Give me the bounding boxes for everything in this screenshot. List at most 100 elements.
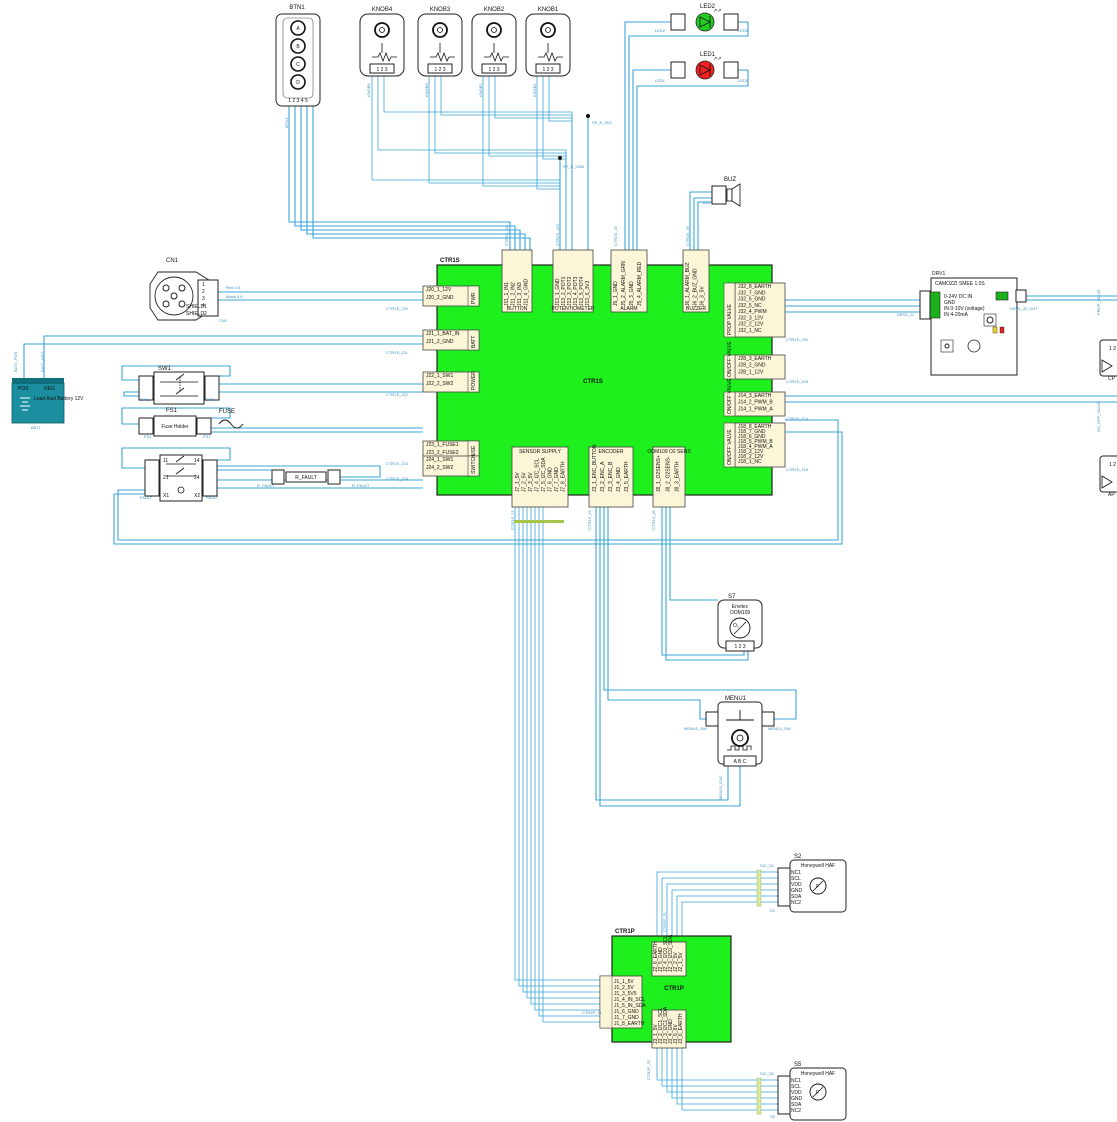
svg-text:BATT: BATT [471, 336, 477, 348]
pin-label: NC1 [791, 1078, 801, 1084]
svg-text:J1_4_IN_SCL: J1_4_IN_SCL [614, 997, 645, 1003]
pin-label: J18_6_GND [738, 434, 766, 440]
buzzer[interactable]: BUZ BUZ [703, 177, 741, 207]
svg-text:J3_4_GND: J3_4_GND [668, 1019, 674, 1044]
sensor-s7[interactable]: S7 Envitec OOM109 O₂ 1 2 3 [717, 594, 763, 652]
svg-text:KNOB3: KNOB3 [424, 83, 429, 97]
svg-text:14: 14 [194, 458, 200, 464]
ctr1s-bottom-connector-2[interactable]: OOM109 O2 SENSJ8_1_O2SENS+J8_2_O2SENS-J8… [647, 446, 691, 530]
svg-text:FS1: FS1 [203, 434, 211, 439]
svg-text:J1_2_5V: J1_2_5V [614, 985, 634, 991]
button-c-icon[interactable] [290, 56, 306, 72]
svg-text:S7: S7 [728, 594, 736, 600]
pin-label: J21_2_GND [426, 339, 454, 345]
svg-text:CTR1S_J14: CTR1S_J14 [786, 416, 809, 421]
switch-sw1[interactable]: SW1 SW1 SW1 [138, 366, 220, 405]
svg-text:S5: S5 [770, 1114, 776, 1119]
trim-button-icon [983, 313, 997, 327]
svg-text:CN1: CN1 [166, 258, 179, 264]
svg-text:ON/OFF VALVE: ON/OFF VALVE [727, 429, 733, 465]
fault-relay[interactable]: FAULT FAULT 11 14 21 24 X1 X2 [140, 454, 219, 502]
ctr1s-right-connector-0[interactable]: J32_8_EARTHJ32_7_GNDJ32_6_GNDJ32_5_NCJ32… [723, 282, 809, 342]
pin-label: J13_1_GND [555, 278, 561, 306]
svg-text:MENU1: MENU1 [725, 696, 747, 702]
pin-label: J13_6_3V3 [585, 280, 591, 306]
valve-ap[interactable]: ON_OFF_VALVE 1 2 AP [1096, 401, 1117, 498]
battery-symbol-icon [20, 397, 30, 411]
svg-text:CTR1S_J5: CTR1S_J5 [613, 226, 618, 246]
resistor-r-fault[interactable]: R_FAULT R_FAULT R_FAULT [257, 469, 370, 488]
svg-text:OOM109 O2 SENS: OOM109 O2 SENS [647, 449, 691, 455]
button-d-icon[interactable] [290, 74, 306, 90]
pin-label: J24_2_SW2 [426, 465, 453, 471]
svg-text:SW1: SW1 [206, 397, 215, 402]
drv1-driver[interactable]: DRV1 CAMOZZI SMEE 1.0S 0-24V DC IN GND I… [897, 271, 1038, 376]
pin-label: J7_8_EARTH [561, 461, 567, 492]
ctr1p-left-connector[interactable]: J1_1_5VJ1_2_5VJ1_3_5V5J1_4_IN_SCLJ1_5_IN… [599, 975, 646, 1029]
svg-text:SWITCH: SWITCH [471, 454, 477, 474]
svg-text:CTR1S_J22: CTR1S_J22 [386, 392, 409, 397]
svg-text:LED2: LED2 [700, 4, 716, 10]
ctr1s-right-connector-3[interactable]: J18_8_EARTHJ18_7_GNDJ18_6_GNDJ18_5_PWM_B… [723, 422, 809, 472]
svg-text:J1_5_IN_SDA: J1_5_IN_SDA [614, 1003, 646, 1009]
svg-text:MENU1_SW: MENU1_SW [768, 726, 791, 731]
ctr1s-right-connector-2[interactable]: J14_3_EARTHJ14_2_PWM_BJ14_1_PWM_AON/OFF … [723, 378, 809, 421]
svg-text:SW1: SW1 [140, 397, 149, 402]
button-a-icon[interactable] [290, 20, 306, 36]
pin-label: J13_3_POT2 [567, 276, 573, 306]
svg-text:CP: CP [1108, 376, 1116, 382]
pin-label: J7_7_GND [554, 467, 560, 492]
pin-label: J20_1_12V [426, 287, 452, 293]
svg-text:FS1: FS1 [166, 408, 178, 414]
valve-cp[interactable]: PROP_VALVE 1 2 CP [1096, 289, 1117, 382]
led2[interactable]: LED2 ↗↗ LED2 LED2 [655, 4, 749, 33]
led1[interactable]: LED1 ↗↗ LED1 LED1 [655, 52, 749, 83]
pin-label: J13_2_POT1 [561, 276, 567, 306]
svg-text:FS1: FS1 [144, 434, 152, 439]
cn1-connector[interactable]: CN1 1 2 3 4 SHIELD1 SHIELD2 CN1 Red 0.5 … [149, 258, 243, 323]
round-connector-icon [154, 276, 194, 316]
btn1-harness: BTN1 [284, 117, 289, 128]
button-b-icon[interactable] [290, 38, 306, 54]
valve-symbol-icon [1101, 475, 1113, 489]
svg-text:SP_K_GND: SP_K_GND [563, 164, 584, 169]
svg-text:1 2 3: 1 2 3 [542, 67, 553, 73]
ctr1p-board[interactable]: CTR1P CTR1P J1_1_5VJ1_2_5VJ1_3_5V5J1_4_I… [582, 912, 732, 1080]
svg-text:IN 4-20mA: IN 4-20mA [944, 312, 969, 318]
fuse-holder-fs1[interactable]: FS1 Fuse Holder FUSE FS1 FS1 [138, 408, 244, 439]
pin-label: J28_2_GND [738, 363, 766, 369]
pin-label: J18_3_12V [738, 449, 764, 455]
svg-text:CTR1S: CTR1S [440, 258, 460, 264]
pin-label: NC2 [791, 900, 801, 906]
pin-label: J7_1_5V [515, 472, 521, 492]
encoder-menu1[interactable]: MENU1 A B C MENU1_SW MENU1_SW MENU1_ENC [684, 696, 791, 800]
svg-text:MENU1_ENC: MENU1_ENC [718, 775, 723, 800]
svg-text:24: 24 [194, 475, 200, 481]
svg-text:A B C: A B C [734, 759, 747, 765]
battery-bat1[interactable]: POS NEG Lead Acid Battery 12V BAT1 BAT1_… [11, 351, 84, 430]
svg-text:F: F [816, 884, 819, 890]
wire-harness-lines [23, 21, 1117, 1111]
